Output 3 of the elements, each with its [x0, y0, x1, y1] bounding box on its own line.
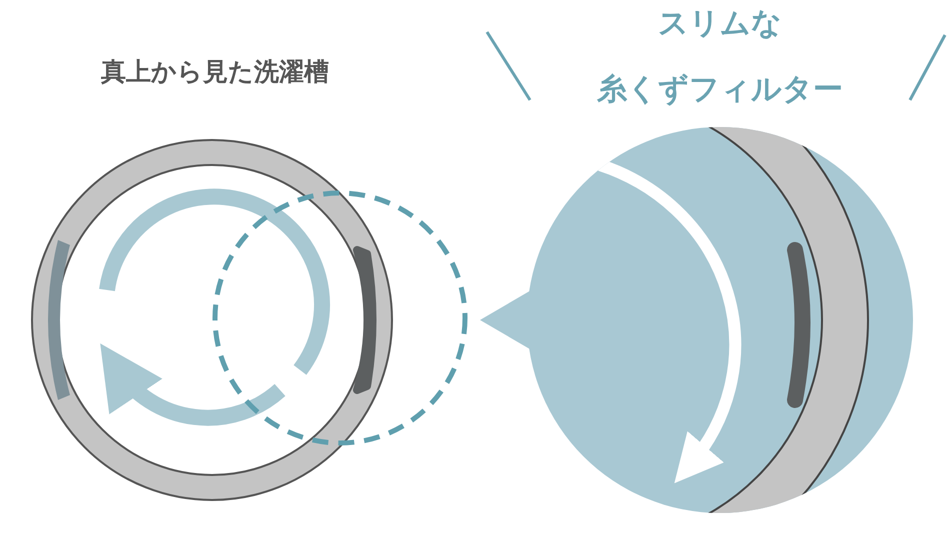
drum-caption: 真上から見た洗濯槽 [100, 56, 330, 88]
filter-heading: スリムな [657, 5, 783, 43]
filter-heading: 糸くずフィルター [596, 71, 844, 109]
